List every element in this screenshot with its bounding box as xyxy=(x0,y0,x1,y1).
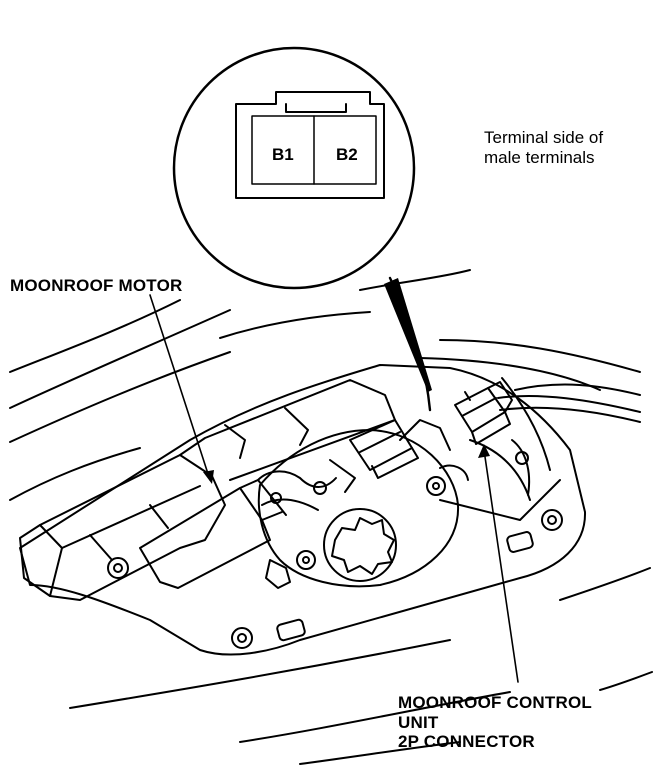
callout-taper xyxy=(384,278,432,392)
control-unit-line1: MOONROOF CONTROL xyxy=(398,693,592,712)
pin-b2-label: B2 xyxy=(336,145,358,164)
wire-harness xyxy=(257,383,641,511)
motor-connector xyxy=(329,419,419,493)
control-unit-label: MOONROOF CONTROL UNIT 2P CONNECTOR xyxy=(398,693,592,752)
control-unit-connector xyxy=(454,381,513,445)
gear-housing xyxy=(257,419,469,589)
mounting-bracket xyxy=(19,364,587,656)
callout-circle xyxy=(172,46,416,290)
terminal-side-label: Terminal side of male terminals xyxy=(484,128,603,167)
moonroof-motor-label: MOONROOF MOTOR xyxy=(10,276,183,295)
motor-arrowhead xyxy=(203,470,214,484)
control-arrowhead xyxy=(478,444,490,458)
control-unit-line2: UNIT xyxy=(398,712,439,732)
roof-contour-lines xyxy=(9,269,653,765)
terminal-side-line1: Terminal side of xyxy=(484,128,604,147)
connector-face xyxy=(235,91,385,199)
moonroof-motor xyxy=(19,379,396,601)
control-unit-line3: 2P CONNECTOR xyxy=(398,732,535,752)
mounting-holes xyxy=(107,377,563,649)
pin-b1-label: B1 xyxy=(272,145,294,164)
terminal-side-line2: male terminals xyxy=(484,147,595,167)
